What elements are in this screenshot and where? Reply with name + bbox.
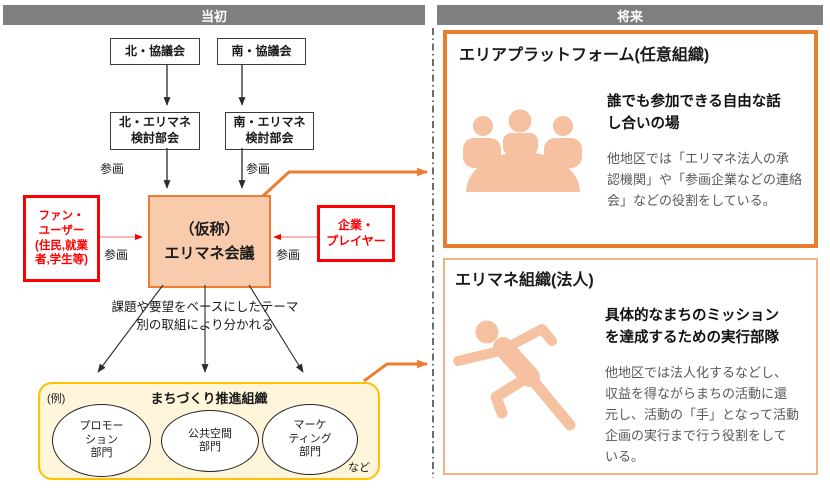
company-line2: プレイヤー [326,233,386,248]
company-line1: 企業・ [337,217,374,232]
dept-public-space: 公共空間 部門 [161,410,259,472]
fan-user-line4: 者,学生等) [34,254,89,267]
area-platform-title: エリアプラットフォーム(任意組織) [459,47,710,64]
corporation-headline-line1: 具体的なまちのミッション [605,308,779,324]
dept-public-space-line1: 公共空間 [188,427,232,440]
south-committee-line1: 南・エリマネ [233,115,306,130]
dept-promotion-line3: 部門 [90,447,113,460]
platform-body-line2: 認機関」や「参画企業などの連絡 [607,171,803,187]
box-machizukuri-org: (例) まちづくり推進組織 プロモー ション 部門 公共空間 部門 マーケ ティ… [38,382,380,480]
erimane-corporation-text: 具体的なまちのミッション を達成するための実行部隊 他地区では法人化するなどし、… [605,306,815,467]
platform-body-line1: 他地区では「エリマネ法人の承 [607,150,790,166]
machizukuri-org-title: まちづくり推進組織 [150,391,268,406]
box-north-committee: 北・エリマネ 検討部会 [110,112,200,150]
dept-public-space-line2: 部門 [199,441,221,453]
dept-marketing: マーケ ティング 部門 [262,404,358,475]
south-council-label: 南・協議会 [231,43,292,58]
example-label: (例) [47,393,66,405]
theme-note-line1: 課題や要望をベースにしたテーマ [111,300,299,314]
header-initial: 当初 [3,5,425,25]
runner-icon [453,320,576,431]
erimane-meeting-line1: （仮称） [179,221,240,239]
dept-promotion-line1: プロモー [79,420,124,433]
participation-label-south: 参画 [246,162,271,176]
participation-label-fan: 参画 [104,248,129,262]
header-future: 将来 [437,5,823,25]
box-south-committee: 南・エリマネ 検討部会 [225,112,314,150]
box-fan-user: ファン・ ユーザー (住民,就業 者,学生等) [23,195,100,282]
meeting-icon [463,109,582,192]
header-future-label: 将来 [616,8,643,24]
platform-headline-line1: 誰でも参加できる自由な話 [607,94,781,110]
corporation-body-line5: いる。 [605,448,645,464]
box-erimane-meeting: （仮称） エリマネ会議 [148,195,271,288]
corporation-body-line1: 他地区では法人化するなどし、 [605,364,788,380]
dept-marketing-line2: ティング [288,432,332,445]
dept-marketing-line3: 部門 [299,446,321,459]
box-north-council: 北・協議会 [110,38,200,65]
dept-promotion: プロモー ション 部門 [52,404,151,477]
south-committee-line2: 検討部会 [245,131,294,145]
platform-body-line3: 会」などの役割をしている。 [607,192,776,208]
platform-headline-line2: し合いの場 [607,115,680,132]
corporation-headline-line2: を達成するための実行部隊 [605,329,779,346]
north-committee-line2: 検討部会 [130,131,179,145]
erimane-meeting-line2: エリマネ会議 [164,244,255,262]
erimane-corporation-title: エリマネ組織(法人) [455,272,594,289]
area-platform-text: 誰でも参加できる自由な話 し合いの場 他地区では「エリマネ法人の承 認機関」や「… [607,92,812,211]
fan-user-line3: (住民,就業 [34,239,89,252]
box-south-council: 南・協議会 [217,38,306,65]
dept-promotion-line2: ション [85,433,118,446]
box-area-platform: エリアプラットフォーム(任意組織) 誰でも参加できる自由な話 し合いの場 他地区… [443,30,818,248]
fan-user-line1: ファン・ [38,209,85,222]
north-council-label: 北・協議会 [124,43,185,58]
box-company-player: 企業・ プレイヤー [317,205,395,262]
corporation-body-line2: 収益を得ながらまちの活動に還 [605,385,788,401]
participation-label-company: 参画 [276,248,301,262]
corporation-body-line4: 企画の実行まで行う役割をして [605,427,787,443]
theme-note-line2: 別の取組により分かれる [136,317,274,332]
fan-user-line2: ユーザー [38,224,85,237]
etc-label: など [348,462,370,474]
participation-label-north: 参画 [100,162,125,176]
header-initial-label: 当初 [200,8,227,24]
arrow-org-to-corporation [363,359,429,383]
corporation-body-line3: 元し、活動の「手」となって活動 [605,406,799,422]
arrow-meeting-to-platform [261,167,429,198]
dept-marketing-line1: マーケ [293,419,327,432]
north-committee-line1: 北・エリマネ [118,115,191,130]
theme-note: 課題や要望をベースにしたテーマ 別の取組により分かれる [95,299,315,335]
box-erimane-corporation: エリマネ組織(法人) 具体的なまちのミッション を達成するための実行部隊 他地区… [443,258,818,475]
